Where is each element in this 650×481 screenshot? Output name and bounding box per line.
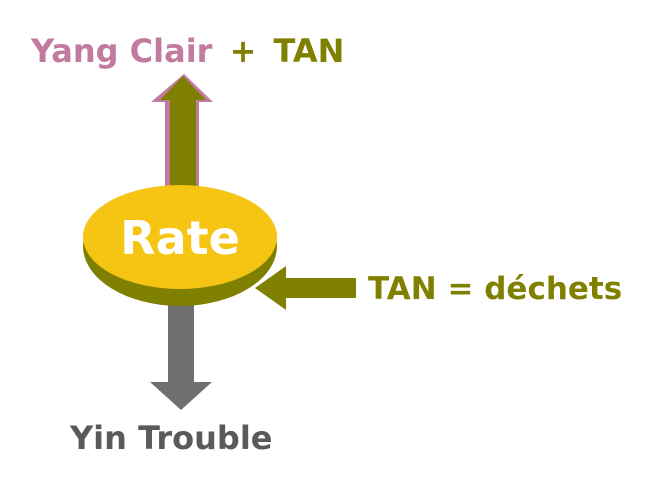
up-arrow xyxy=(151,74,213,192)
down-arrow xyxy=(150,300,212,410)
top-label-yang-clair: Yang Clair xyxy=(30,32,213,70)
center-label: Rate xyxy=(120,211,240,265)
bottom-label: Yin Trouble xyxy=(69,419,273,457)
top-label: Yang Clair + TAN xyxy=(30,32,344,70)
rate-ellipse xyxy=(83,185,277,306)
right-label: TAN = déchets xyxy=(368,271,622,307)
up-arrow-olive-layer xyxy=(160,76,206,192)
top-label-tan: TAN xyxy=(274,32,345,70)
ellipse-gold-face xyxy=(83,185,277,289)
top-label-plus: + xyxy=(230,32,257,70)
left-arrow xyxy=(255,266,356,310)
